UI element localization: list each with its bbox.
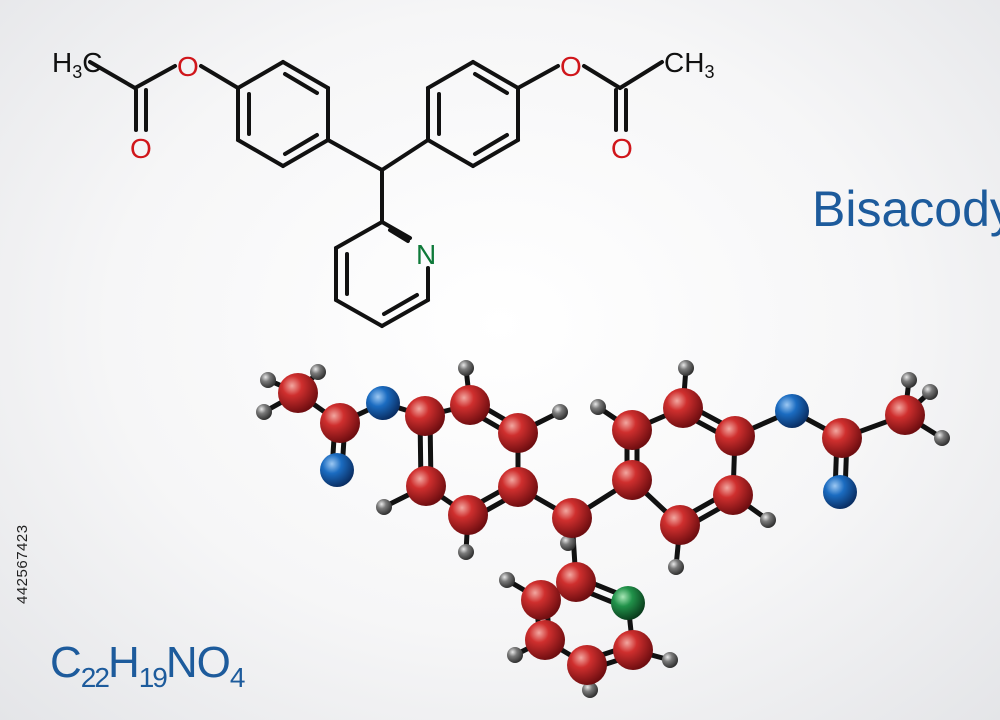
hydrogen-atom [668,559,684,575]
oxygen-atom [366,386,400,420]
molecule-name: Bisacodyl [812,181,1000,237]
carbon-atom [612,460,652,500]
hydrogen-atom [922,384,938,400]
stock-id: 442567423 [14,524,31,604]
carbonyl-oxygen-label: O [130,133,152,164]
carbon-atom [613,630,653,670]
carbon-atom [498,467,538,507]
hydrogen-atom [507,647,523,663]
carbon-atom [822,418,862,458]
formula-element: C [50,638,82,687]
carbon-atom [450,385,490,425]
hydrogen-atom [260,372,276,388]
hydrogen-atom [662,652,678,668]
formula-subscript: 4 [229,662,246,693]
hydrogen-atom [376,499,392,515]
hydrogen-atom [552,404,568,420]
formula-element: O [196,638,231,687]
carbon-atom [525,620,565,660]
carbon-atom [498,413,538,453]
hydrogen-atom [590,399,606,415]
nitrogen-atom [611,586,645,620]
formula-element: N [165,638,198,687]
carbon-atom [885,395,925,435]
methyl-label-left: H3C [52,47,102,82]
carbon-atom [715,416,755,456]
carbon-atom [713,475,753,515]
hydrogen-atom [458,544,474,560]
hydrogen-atom [310,364,326,380]
hydrogen-atom [678,360,694,376]
oxygen-label: O [177,51,199,82]
hydrogen-atom [582,682,598,698]
formula-subscript: 19 [138,662,168,693]
carbon-atom [278,373,318,413]
carbon-atom [552,498,592,538]
oxygen-label: O [560,51,582,82]
hydrogen-atom [256,404,272,420]
oxygen-atom [775,394,809,428]
oxygen-atom [823,475,857,509]
molecular-formula: C22H19NO4 [50,638,246,694]
hydrogen-atom [458,360,474,376]
carbon-atom [660,505,700,545]
hydrogen-atom [560,535,576,551]
hydrogen-atom [934,430,950,446]
carbonyl-oxygen-label: O [611,133,633,164]
nitrogen-label: N [416,239,436,270]
carbon-atom [320,403,360,443]
carbon-atom [521,580,561,620]
carbon-atom [556,562,596,602]
formula-element: H [107,638,140,687]
formula-subscript: 22 [80,662,110,693]
hydrogen-atom [901,372,917,388]
hydrogen-atom [760,512,776,528]
carbon-atom [612,410,652,450]
carbon-atom [567,645,607,685]
oxygen-atom [320,453,354,487]
hydrogen-atom [499,572,515,588]
carbon-atom [448,495,488,535]
carbon-atom [663,388,703,428]
carbon-atom [406,466,446,506]
carbon-atom [405,396,445,436]
